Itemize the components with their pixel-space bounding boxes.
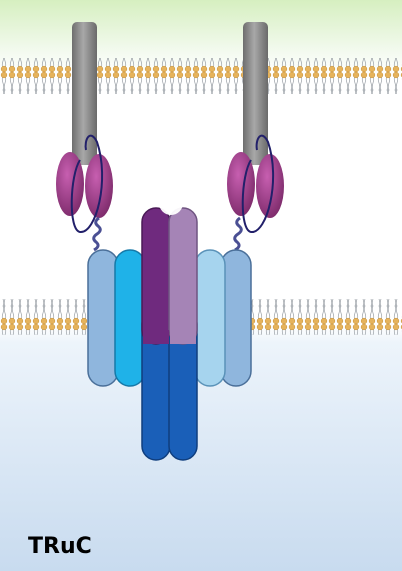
tcr-alpha-chain [141, 207, 171, 345]
tcr-cd3-complex [87, 191, 252, 461]
left-scfv-domain-b [85, 154, 113, 218]
fusion-junction [159, 191, 183, 215]
cd3-left-outer [87, 249, 119, 387]
right-receptor [227, 22, 284, 252]
right-linker-loop [241, 134, 275, 233]
right-receptor-stalk [243, 22, 268, 165]
left-receptor-stalk [72, 22, 97, 165]
upper-membrane [0, 58, 402, 94]
right-scfv-domain-b [256, 154, 284, 218]
cd3-right-inner [194, 249, 226, 387]
figure-caption: TRuC [28, 534, 92, 559]
right-tether [233, 216, 243, 252]
left-tether [92, 216, 102, 252]
left-receptor [56, 22, 113, 252]
left-linker-loop [70, 134, 104, 233]
cd3-left-inner [114, 249, 146, 387]
tcr-beta-chain [168, 207, 198, 345]
